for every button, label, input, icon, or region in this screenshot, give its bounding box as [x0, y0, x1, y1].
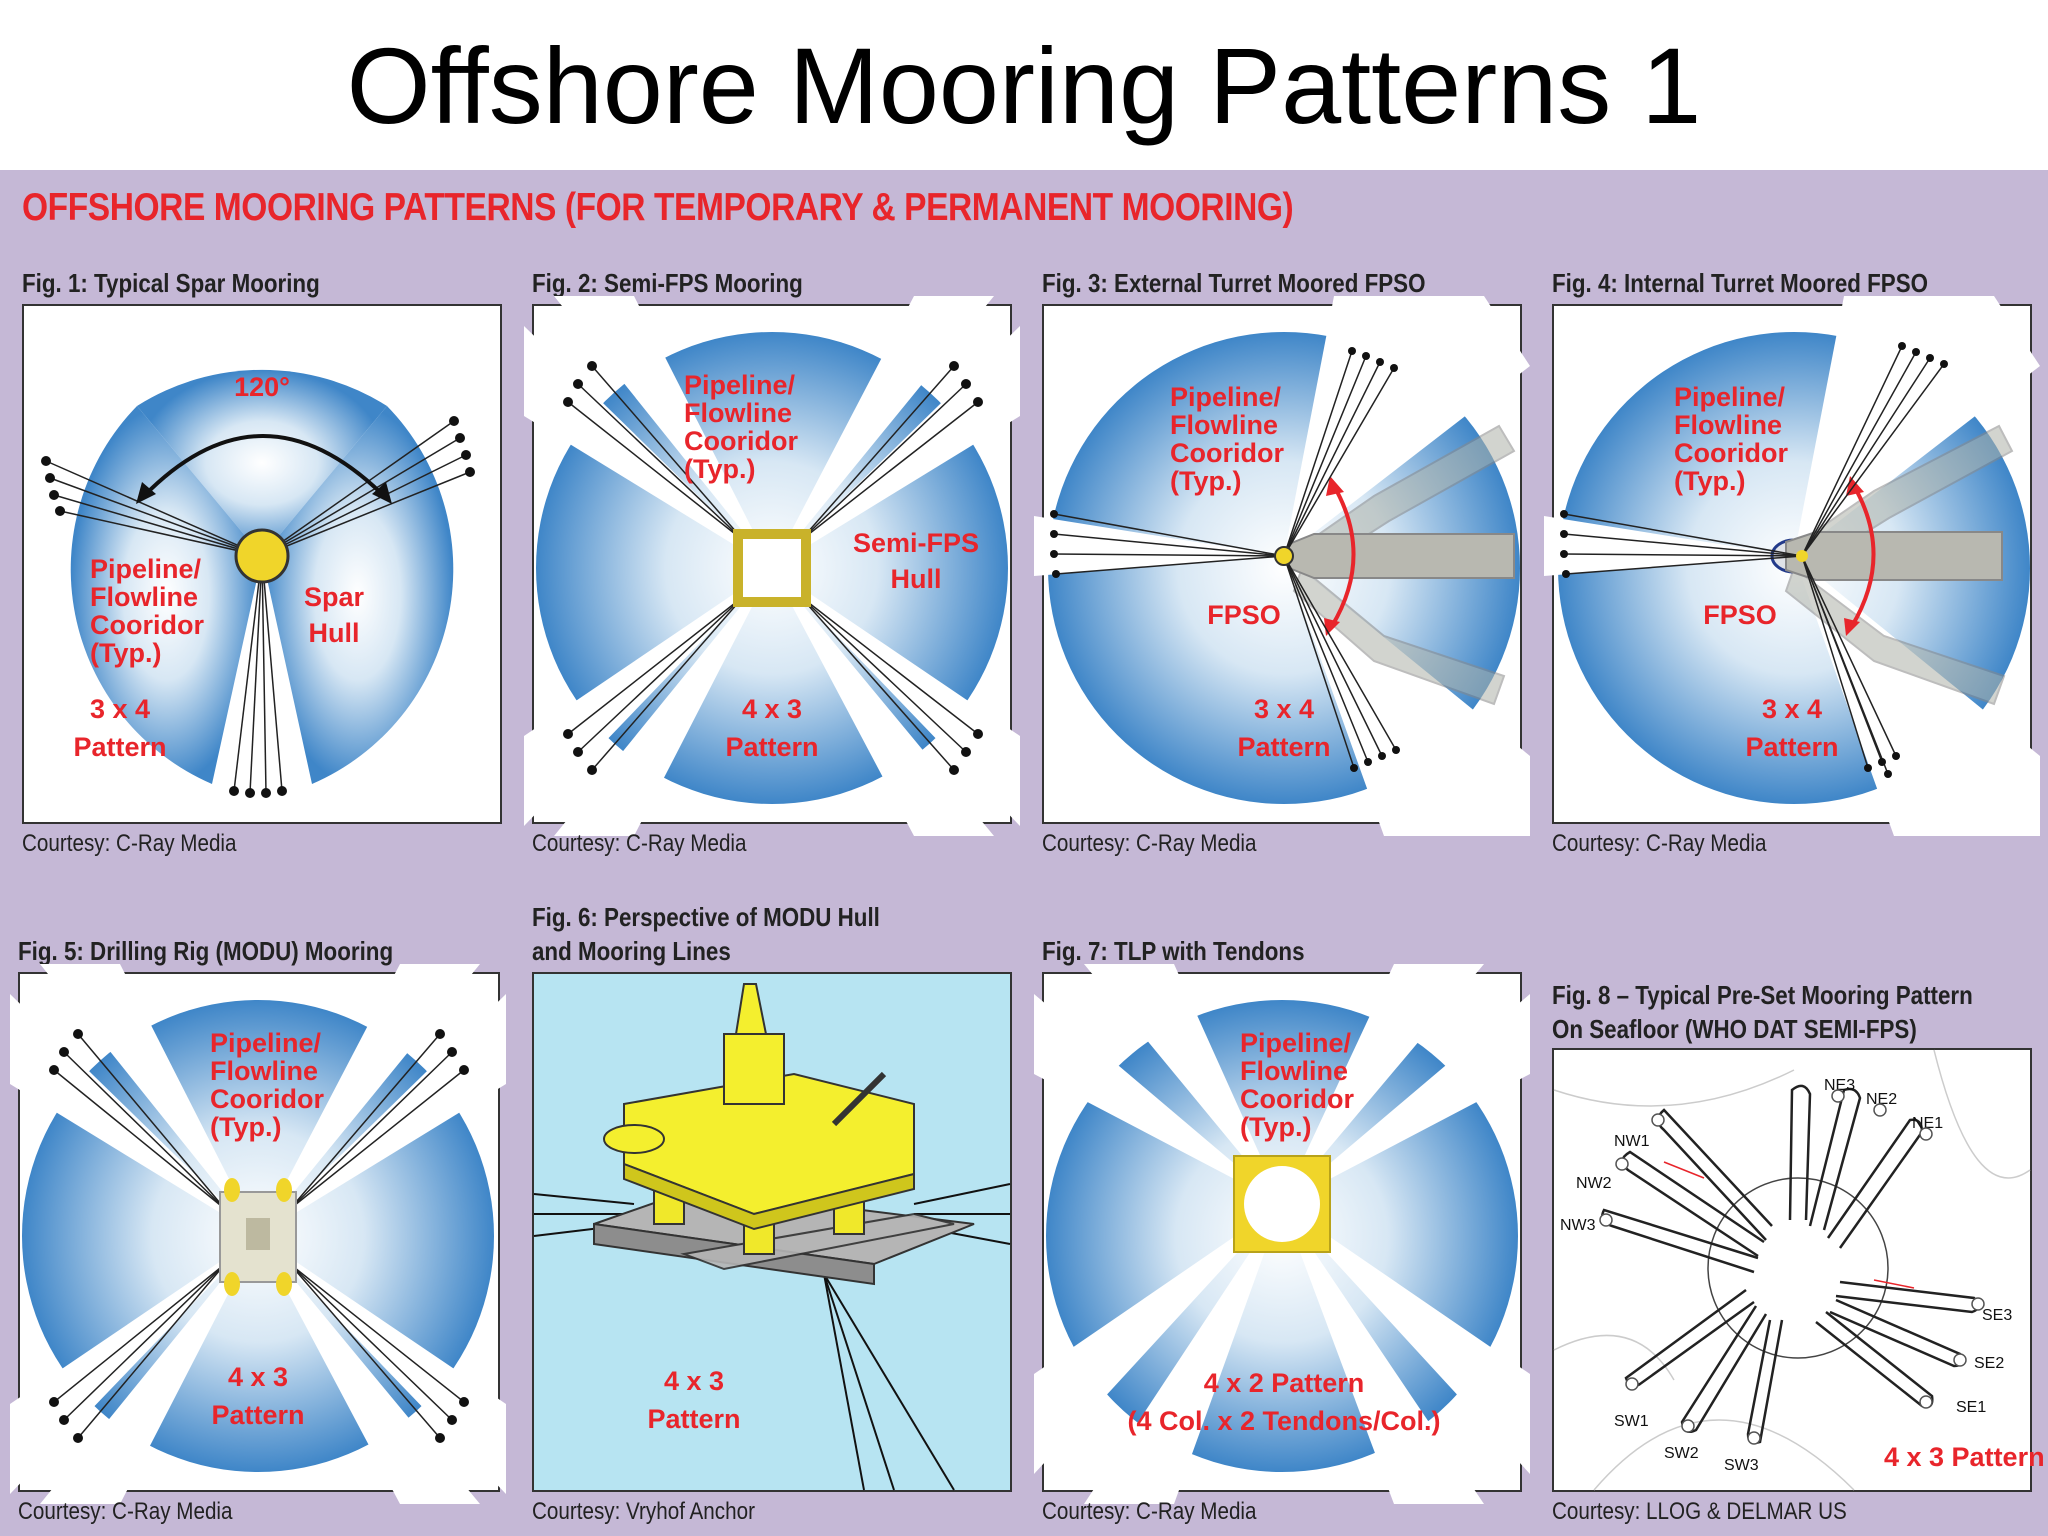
anchor-labels: NE3 NE2 NE1 NW1 NW2 NW3 SE3 SE2 SE1 SW1 … [1560, 1077, 2012, 1474]
fig3-caption: Fig. 3: External Turret Moored FPSO [1042, 268, 1426, 298]
poster: OFFSHORE MOORING PATTERNS (FOR TEMPORARY… [0, 170, 2048, 1536]
svg-text:FPSO: FPSO [1207, 600, 1281, 630]
svg-text:NW2: NW2 [1576, 1175, 1612, 1192]
fig5-caption: Fig. 5: Drilling Rig (MODU) Mooring [18, 936, 394, 966]
spar-hull-icon [234, 528, 290, 584]
slide-title: Offshore Mooring Patterns 1 [346, 25, 1702, 146]
fig8-pattern-label: 4 x 3 Pattern [1884, 1442, 2045, 1472]
tlp-hull-icon [1233, 1155, 1331, 1253]
fig8-seafloor-diagram: NE3 NE2 NE1 NW1 NW2 NW3 SE3 SE2 SE1 SW1 … [1553, 1049, 2045, 1491]
fig2-credit: Courtesy: C-Ray Media [532, 830, 747, 857]
fig2-caption: Fig. 2: Semi-FPS Mooring [532, 268, 803, 298]
fig3-credit: Courtesy: C-Ray Media [1042, 830, 1257, 857]
fig1-credit: Courtesy: C-Ray Media [22, 830, 237, 857]
svg-text:NW1: NW1 [1614, 1133, 1650, 1150]
fpso-vessel-icon [1288, 533, 1515, 579]
svg-text:SE3: SE3 [1982, 1307, 2012, 1324]
svg-text:SE2: SE2 [1974, 1355, 2004, 1372]
fig8-credit: Courtesy: LLOG & DELMAR US [1552, 1498, 1847, 1525]
svg-text:SW3: SW3 [1724, 1457, 1759, 1474]
fig8-caption: Fig. 8 – Typical Pre-Set Mooring Pattern… [1552, 980, 1973, 1044]
fig6-credit: Courtesy: Vryhof Anchor [532, 1498, 755, 1525]
semi-fps-hull-icon [733, 529, 811, 607]
svg-text:SW2: SW2 [1664, 1445, 1699, 1462]
svg-text:NE2: NE2 [1866, 1091, 1897, 1108]
fig8-panel: NE3 NE2 NE1 NW1 NW2 NW3 SE3 SE2 SE1 SW1 … [1552, 1048, 2045, 1492]
svg-text:NW3: NW3 [1560, 1217, 1596, 1234]
svg-text:NE3: NE3 [1824, 1077, 1855, 1094]
fig7-credit: Courtesy: C-Ray Media [1042, 1498, 1257, 1525]
fig4-caption: Fig. 4: Internal Turret Moored FPSO [1552, 268, 1929, 298]
fig7-caption: Fig. 7: TLP with Tendons [1042, 936, 1305, 966]
modu-hull-icon [219, 1178, 297, 1296]
fig1-angle-label: 120° [234, 372, 290, 402]
fig4-credit: Courtesy: C-Ray Media [1552, 830, 1767, 857]
modu-rig-icon [593, 983, 975, 1286]
svg-text:FPSO: FPSO [1703, 600, 1777, 630]
svg-text:SE1: SE1 [1956, 1399, 1986, 1416]
poster-heading: OFFSHORE MOORING PATTERNS (FOR TEMPORARY… [22, 186, 1294, 229]
fpso-vessel-icon [1785, 531, 2003, 581]
svg-text:4 x 2 Pattern(4 Col. x 2 Tendo: 4 x 2 Pattern(4 Col. x 2 Tendons/Col.) [1127, 1368, 1440, 1436]
svg-text:SW1: SW1 [1614, 1413, 1649, 1430]
fig5-credit: Courtesy: C-Ray Media [18, 1498, 233, 1525]
svg-text:NE1: NE1 [1912, 1115, 1943, 1132]
fig1-caption: Fig. 1: Typical Spar Mooring [22, 268, 320, 298]
